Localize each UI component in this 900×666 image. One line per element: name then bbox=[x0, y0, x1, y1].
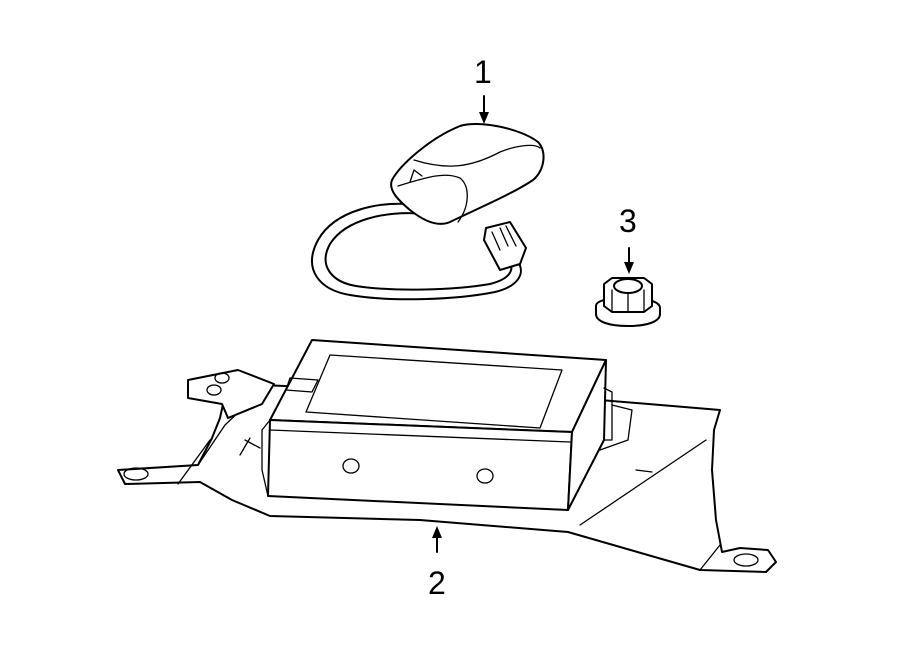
callout-number-3: 3 bbox=[619, 203, 637, 239]
callout-number-2: 2 bbox=[428, 565, 446, 601]
callout-number-1: 1 bbox=[474, 54, 492, 90]
leader-arrow-1 bbox=[479, 95, 489, 124]
antenna bbox=[311, 123, 545, 301]
leader-arrow-3 bbox=[624, 247, 634, 274]
control-module bbox=[261, 339, 613, 511]
leader-arrow-2 bbox=[432, 526, 442, 553]
bracket-rear-tab bbox=[187, 369, 275, 419]
flange-nut bbox=[595, 277, 661, 327]
